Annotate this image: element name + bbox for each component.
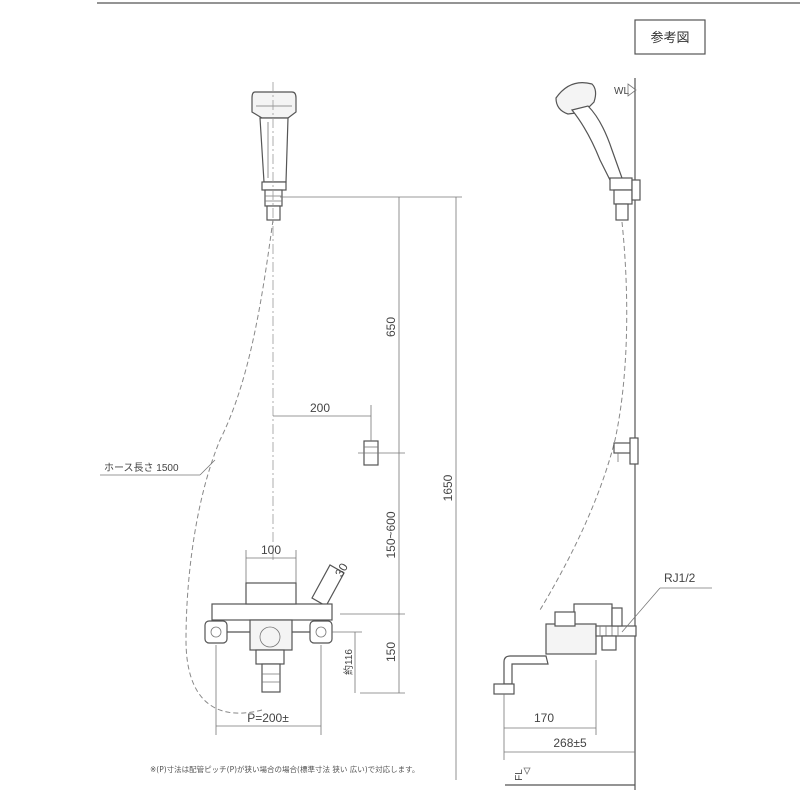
dim-valve-width: 100 [261,543,281,557]
hose-front [185,219,274,714]
dim-adjust-range: 150~600 [384,511,398,558]
shower-head-front [251,91,297,221]
side-view: WL [493,78,712,790]
hose-side [539,221,628,611]
footnote: ※(P)寸法は配管ピッチ(P)が狭い場合の場合(標準寸法 狭い 広い)で対応しま… [150,764,419,774]
mixing-valve-side [493,603,637,695]
dim-hose-length: ホース長さ 1500 [104,462,179,474]
label-thread: RJ1/2 [664,571,696,585]
dim-total-height: 1650 [441,474,455,501]
reference-label-box: 参考図 [634,19,706,55]
label-floor: FL [514,769,525,781]
dim-depth: 268±5 [553,736,587,750]
front-view: 650 150~600 150 1650 200 ホース長さ 1500 100 … [100,82,462,780]
dim-hanger-offset: 200 [310,401,330,415]
dim-valve-height: 150 [384,642,398,662]
dim-spout-drop: 約116 [342,649,355,675]
dim-spout: 170 [534,711,554,725]
dim-shower-height: 650 [384,317,398,337]
shower-head-side [555,82,641,221]
label-wall: WL [614,86,629,97]
hanger-bracket-front [358,440,385,466]
dim-pitch: P=200± [247,711,289,725]
mixing-valve-front [204,582,333,693]
reference-label: 参考図 [650,30,689,46]
hook-side [613,437,639,465]
dim-handle-angle: 30 [332,560,351,579]
